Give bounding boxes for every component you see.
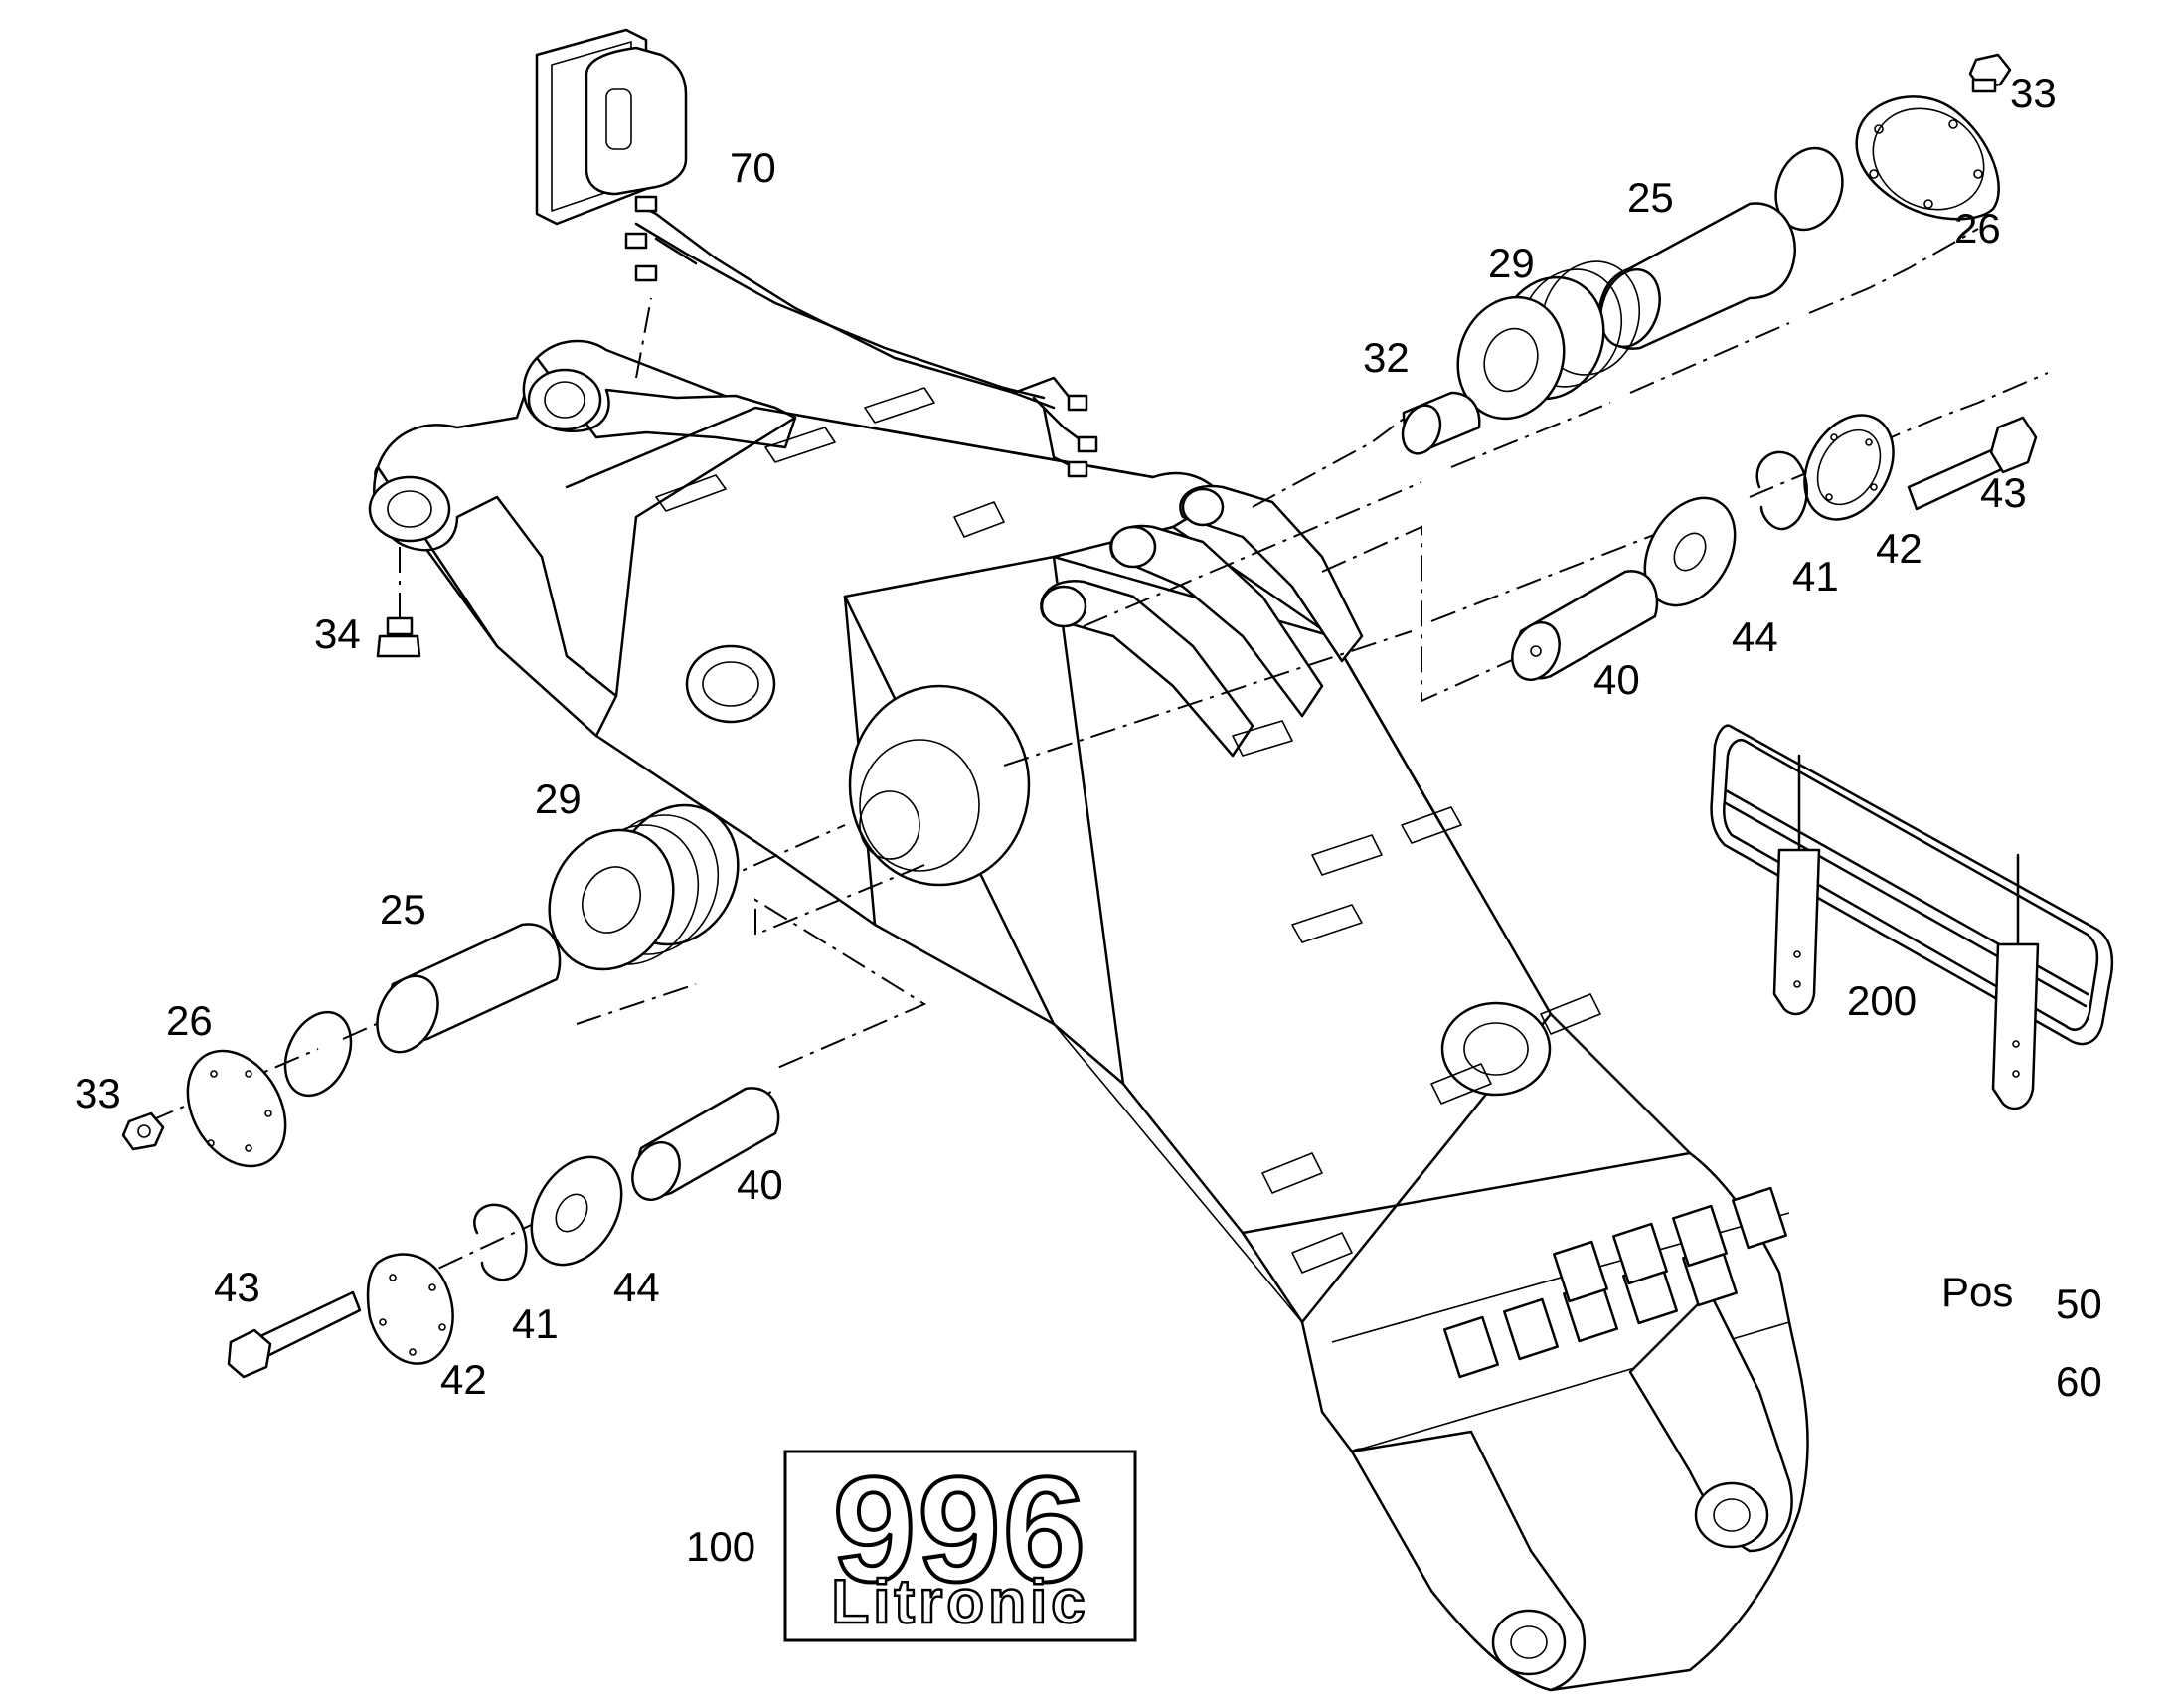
callout-42-lower: 42 [440,1356,487,1403]
callout-43-upper: 43 [1980,469,2027,516]
callout-43-lower: 43 [214,1264,260,1310]
part-26-cover-plate-upper [1855,95,2000,221]
part-70-work-light [535,28,1098,478]
part-29-bushing-lower [548,803,740,971]
part-41-snap-ring-lower [473,1203,528,1281]
callout-26-upper: 26 [1954,205,2001,252]
callout-200: 200 [1847,977,1917,1024]
part-43-bolt-upper [1907,416,2038,511]
callout-42-upper: 42 [1876,525,1922,572]
callout-29-upper: 29 [1488,240,1535,286]
callout-29-lower: 29 [535,775,582,822]
callout-40-upper: 40 [1593,656,1640,703]
part-26-cover-plate-lower [186,1049,287,1168]
callout-44-lower: 44 [613,1264,660,1310]
part-40-pin-lower [631,1087,780,1201]
callout-32: 32 [1363,334,1410,381]
position-label: Pos [1941,1269,2013,1315]
part-200-guard-rail [1710,724,2114,1110]
front-pivot-eye-left [1491,1609,1567,1676]
callout-70: 70 [730,144,776,191]
part-100-logo-decal: 996 Litronic [783,1444,1137,1642]
boom-structure [368,339,1809,1692]
callout-33-lower: 33 [75,1070,121,1116]
o-ring-lower [283,1010,353,1098]
callout-26-lower: 26 [166,997,213,1044]
inspection-cover-top [1440,1001,1552,1097]
part-40-pin-upper [1511,570,1659,681]
callout-labels: 70 33 25 26 29 32 43 42 41 34 44 40 29 2… [75,70,2102,1570]
part-42-flange-upper [1803,414,1895,521]
callout-34: 34 [314,610,361,657]
part-33-bolt-upper [1968,53,2012,93]
callout-25-upper: 25 [1627,174,1674,221]
decal-frame [783,1450,1137,1642]
part-44-washer-upper [1643,496,1737,607]
callout-33-upper: 33 [2010,70,2057,116]
part-32-sleeve [1401,391,1481,455]
callout-25-lower: 25 [380,886,426,933]
side-bearing-housing [848,684,1031,887]
o-ring-upper [1774,146,1844,232]
part-34-fitting [376,616,421,658]
callout-50: 50 [2056,1281,2102,1327]
callout-41-lower: 41 [512,1300,559,1347]
callout-60: 60 [2056,1358,2102,1405]
part-44-washer-lower [530,1155,623,1267]
inspection-cover-side [685,644,776,724]
part-33-bolt-lower [121,1111,165,1151]
rear-pivot-eye-lower [368,475,451,543]
callout-41-upper: 41 [1792,553,1839,599]
part-25-pin-lower [376,923,562,1054]
logo-series: Litronic [831,1568,1088,1636]
logo-model: 996 [833,1446,1087,1613]
part-29-bushing-upper [1456,260,1641,421]
callout-44-upper: 44 [1732,613,1778,660]
part-41-snap-ring-upper [1755,450,1808,531]
part-42-flange-lower [366,1253,454,1365]
part-43-bolt-lower [227,1290,362,1379]
front-pivot-eye-right [1694,1481,1769,1549]
callout-100: 100 [686,1523,755,1570]
callout-40-lower: 40 [737,1161,783,1208]
rear-pivot-eye-upper [527,368,602,431]
